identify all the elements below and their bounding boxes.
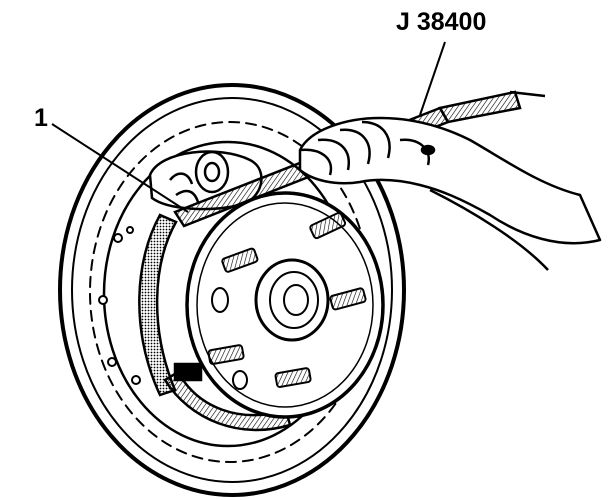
brake-shoe-icon	[138, 213, 292, 432]
brake-drum-icon	[58, 83, 406, 497]
wheel-stud-icon	[207, 211, 367, 388]
hand-icon	[298, 116, 602, 271]
wheel-hub-icon	[185, 191, 385, 419]
tool-label: J 38400	[396, 8, 487, 36]
callout-label: 1	[34, 104, 48, 132]
callout-leader-line	[51, 123, 189, 213]
